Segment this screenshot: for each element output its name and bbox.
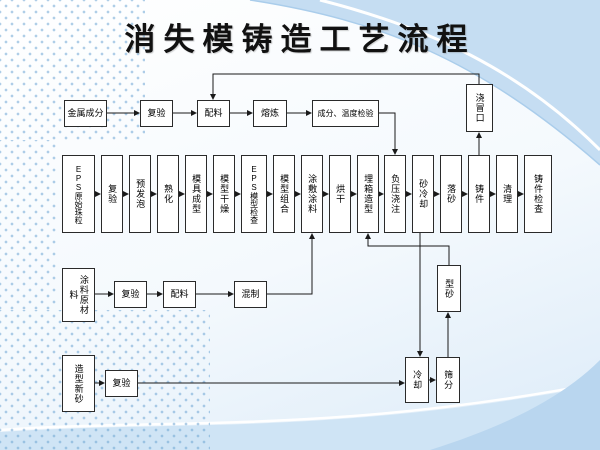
node-screening: 筛分 <box>436 357 460 403</box>
node-pattern-drying: 模型干燥 <box>213 155 235 233</box>
node-shakeout: 落砂 <box>440 155 462 233</box>
node-molding-sand: 型砂 <box>437 265 461 312</box>
slide-title: 消失模铸造工艺流程 <box>124 22 476 57</box>
node-sand-recheck: 复验 <box>105 370 138 397</box>
node-metal-recheck: 复验 <box>140 100 173 127</box>
node-coating-recheck: 复验 <box>114 281 147 308</box>
node-melting: 熔炼 <box>253 100 287 127</box>
node-coating-raw-material: 涂料原材料 <box>62 268 95 322</box>
node-eps-recheck: 复验 <box>101 155 123 233</box>
node-cooling: 冷却 <box>405 357 429 403</box>
node-casting: 铸件 <box>468 155 490 233</box>
node-pattern-assembly: 模型组合 <box>273 155 295 233</box>
node-eps-pattern-check: EPS模型检查 <box>241 155 267 233</box>
node-curing: 熟化 <box>157 155 179 233</box>
node-mold-forming: 模具成型 <box>185 155 207 233</box>
background-dots-left <box>0 140 58 310</box>
node-mixing: 混制 <box>234 281 267 308</box>
node-vacuum-pouring: 负压浇注 <box>384 155 406 233</box>
node-sand-cooling: 砂冷却 <box>412 155 434 233</box>
node-casting-inspection: 铸件检查 <box>524 155 552 233</box>
node-flask-molding: 埋箱造型 <box>357 155 379 233</box>
node-coating-application: 涂敷涂料 <box>301 155 323 233</box>
node-eps-beads: EPS原始珠粒 <box>62 155 95 233</box>
node-pre-foaming: 预发泡 <box>129 155 151 233</box>
node-coating-batching: 配料 <box>163 281 196 308</box>
node-cleaning: 清理 <box>496 155 518 233</box>
node-composition-temperature-check: 成分、温度检验 <box>312 100 379 127</box>
node-metal-composition: 金属成分 <box>64 100 107 127</box>
node-new-sand: 造型新砂 <box>62 355 95 412</box>
node-metal-batching: 配料 <box>197 100 230 127</box>
node-drying: 烘干 <box>329 155 351 233</box>
node-gating-riser: 浇冒口 <box>466 84 493 132</box>
